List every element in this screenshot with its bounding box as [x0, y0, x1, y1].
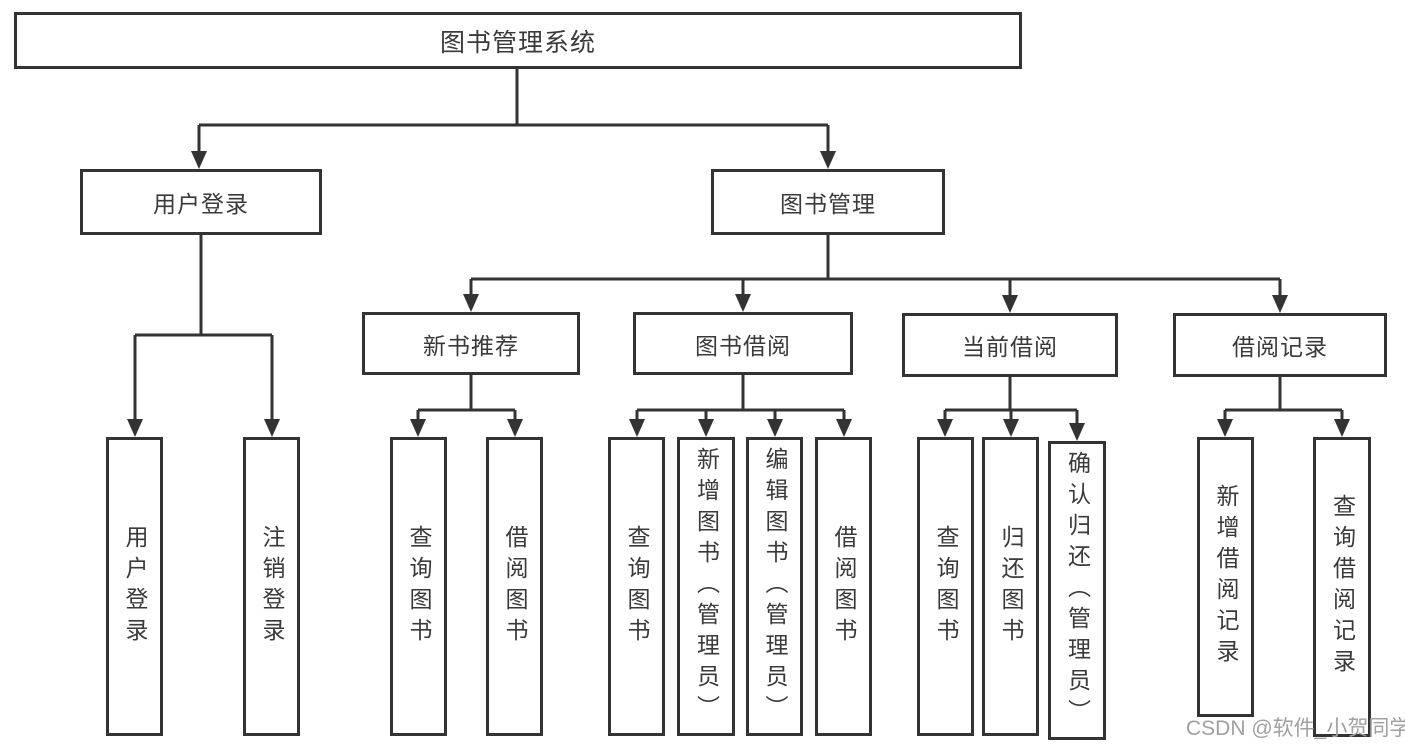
leaf-label: 借阅图书 [831, 524, 857, 649]
arrowheads [127, 151, 1350, 441]
leaf-borrow-book: 借阅图书 [815, 437, 872, 736]
leaf-label: 编辑图书（管理员） [762, 447, 788, 726]
node-new-book-rec: 新书推荐 [362, 312, 580, 375]
leaf-return-book: 归还图书 [982, 437, 1039, 736]
connector-new-book [418, 375, 515, 412]
leaf-label: 确认归还（管理员） [1064, 451, 1091, 730]
leaf-label: 查询借阅记录 [1329, 494, 1356, 680]
leaf-label: 注销登录 [259, 524, 285, 649]
leaf-label: 借阅图书 [502, 524, 528, 649]
node-current-borrow: 当前借阅 [902, 313, 1118, 377]
leaf-label: 归还图书 [998, 524, 1024, 649]
leaf-query-book-current: 查询图书 [917, 437, 974, 736]
node-user-login: 用户登录 [80, 169, 322, 235]
connector-user-login [135, 235, 272, 337]
node-root: 图书管理系统 [14, 12, 1022, 69]
connector-root [199, 68, 828, 127]
csdn-watermark: CSDN @软件_小贺同学 [1186, 717, 1405, 740]
leaf-label: 查询图书 [624, 524, 650, 649]
connector-borrow-record [1225, 377, 1342, 412]
leaf-label: 新增借阅记录 [1213, 484, 1239, 670]
leaf-query-borrow-record: 查询借阅记录 [1313, 437, 1371, 737]
leaf-query-book-recommend: 查询图书 [390, 437, 447, 736]
leaf-add-book-admin: 新增图书（管理员） [677, 437, 735, 736]
leaf-query-book-borrow: 查询图书 [608, 437, 665, 736]
connector-book-borrow [637, 375, 844, 412]
connector-current-borrow [945, 377, 1077, 412]
leaf-edit-book-admin: 编辑图书（管理员） [746, 437, 803, 736]
leaf-add-borrow-record: 新增借阅记录 [1197, 437, 1254, 717]
leaf-borrow-book-recommend: 借阅图书 [486, 437, 543, 736]
leaf-label: 新增图书（管理员） [693, 447, 720, 726]
leaf-label: 查询图书 [933, 524, 959, 649]
node-book-borrow: 图书借阅 [633, 312, 853, 375]
connector-book-mgmt [471, 235, 1280, 281]
node-borrow-record: 借阅记录 [1173, 313, 1387, 377]
node-book-mgmt: 图书管理 [711, 169, 945, 235]
leaf-label: 查询图书 [406, 524, 432, 649]
leaf-logout: 注销登录 [243, 437, 300, 736]
leaf-user-login: 用户登录 [106, 437, 163, 736]
leaf-label: 用户登录 [122, 524, 148, 649]
leaf-confirm-return-admin: 确认归还（管理员） [1048, 441, 1106, 740]
